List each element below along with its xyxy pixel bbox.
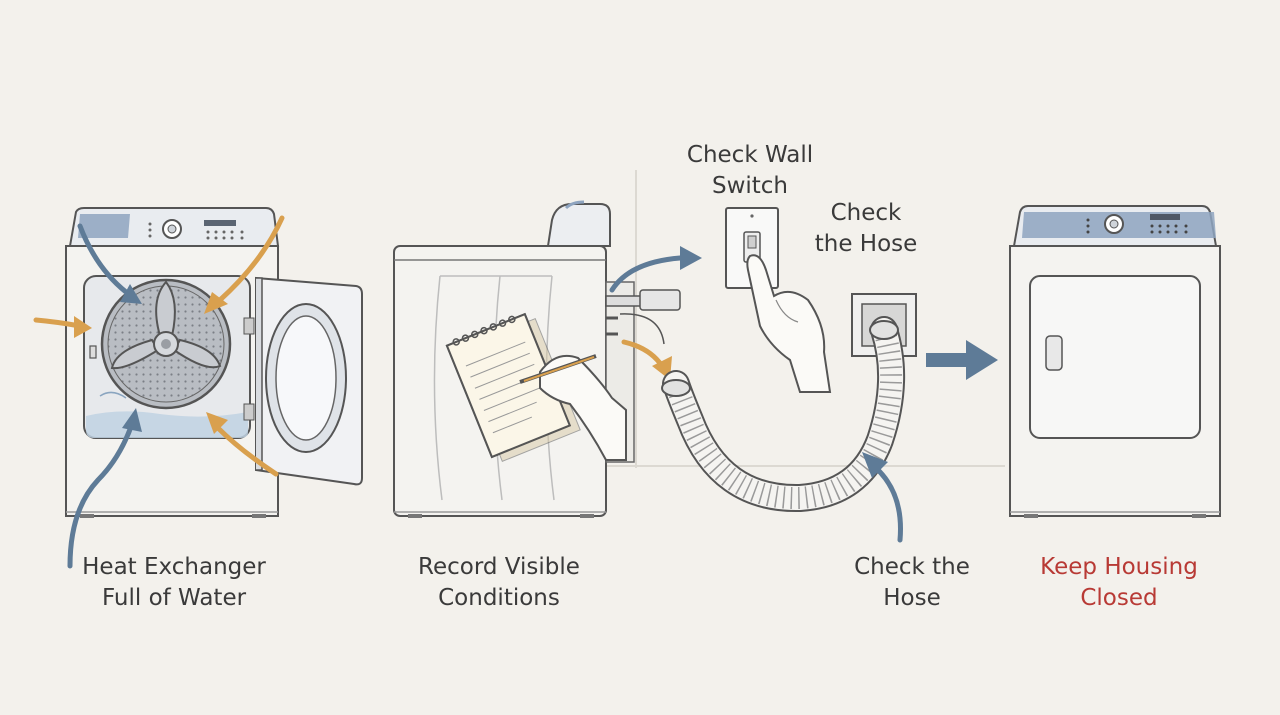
label-keep-housing-closed: Keep Housing Closed bbox=[1040, 554, 1198, 611]
label-check-hose-bottom: Check the Hose bbox=[854, 554, 970, 611]
right-arrow-icon bbox=[926, 340, 998, 380]
dial-icon bbox=[162, 219, 182, 239]
dial-icon bbox=[1104, 214, 1124, 234]
pointing-hand-icon bbox=[746, 254, 832, 393]
label-heat-exchanger: Heat Exchanger Full of Water bbox=[82, 554, 266, 611]
closed-dryer-icon bbox=[1009, 205, 1221, 518]
label-check-hose-top: Check the Hose bbox=[814, 200, 918, 257]
hose-pointer-arrow bbox=[862, 452, 903, 543]
open-door-icon bbox=[243, 276, 363, 486]
incoming-arrows bbox=[33, 215, 285, 569]
open-dryer-icon bbox=[33, 207, 363, 569]
label-check-wall-switch: Check Wall Switch bbox=[686, 142, 814, 199]
writing-hand-icon bbox=[519, 354, 627, 461]
label-record-conditions: Record Visible Conditions bbox=[418, 554, 580, 611]
background-lines bbox=[604, 170, 1005, 468]
flexible-hose-icon bbox=[661, 316, 906, 513]
